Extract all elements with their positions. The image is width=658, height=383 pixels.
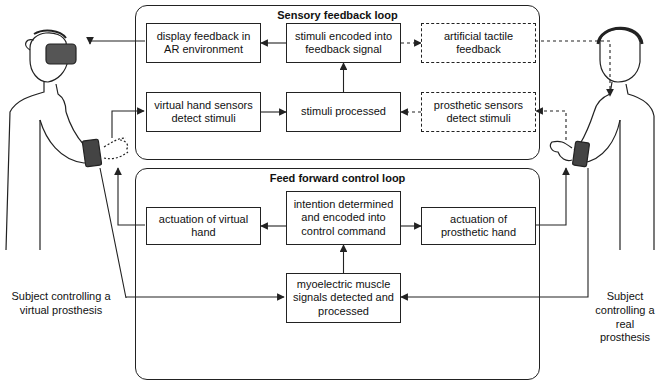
box-label: actuation of virtual hand xyxy=(152,213,255,239)
box-label: artificial tactile feedback xyxy=(427,30,530,56)
process-box: virtual hand sensors detect stimuli xyxy=(146,92,261,132)
flow-arrow xyxy=(261,111,286,112)
box-label: myoelectric muscle signals detected and … xyxy=(292,278,395,318)
process-box: display feedback in AR environment xyxy=(146,23,261,63)
flow-arrow xyxy=(343,245,344,273)
box-label: display feedback in AR environment xyxy=(152,30,255,56)
flow-arrow xyxy=(401,225,421,226)
loop-band: Feed forward control loop actuation of vi… xyxy=(135,168,540,380)
process-box: stimuli processed xyxy=(286,92,401,132)
flow-arrow xyxy=(401,42,421,43)
loop-band: Sensory feedback loop display feedback in… xyxy=(135,5,540,160)
subject-label: Subject controlling a virtual prosthesis xyxy=(2,290,120,318)
process-box: artificial tactile feedback xyxy=(421,23,536,63)
process-box: stimuli encoded into feedback signal xyxy=(286,23,401,63)
box-label: stimuli encoded into feedback signal xyxy=(292,30,395,56)
subject-label: Subject controlling a real prosthesis xyxy=(594,290,656,345)
box-label: virtual hand sensors detect stimuli xyxy=(152,99,255,125)
flow-arrow xyxy=(401,111,421,112)
loop-title: Sensory feedback loop xyxy=(136,9,539,22)
process-box: intention determined and encoded into co… xyxy=(286,191,401,245)
process-box: actuation of virtual hand xyxy=(146,207,261,245)
box-label: intention determined and encoded into co… xyxy=(292,198,395,238)
flow-arrow xyxy=(261,42,286,43)
process-box: prosthetic sensors detect stimuli xyxy=(421,92,536,132)
box-label: actuation of prosthetic hand xyxy=(427,213,530,239)
figure-wires xyxy=(90,41,610,298)
loop-title: Feed forward control loop xyxy=(136,172,539,185)
process-box: myoelectric muscle signals detected and … xyxy=(286,273,401,323)
flow-arrow xyxy=(261,225,286,226)
box-label: prosthetic sensors detect stimuli xyxy=(427,99,530,125)
process-box: actuation of prosthetic hand xyxy=(421,207,536,245)
flow-arrow xyxy=(343,63,344,92)
box-label: stimuli processed xyxy=(301,105,386,118)
